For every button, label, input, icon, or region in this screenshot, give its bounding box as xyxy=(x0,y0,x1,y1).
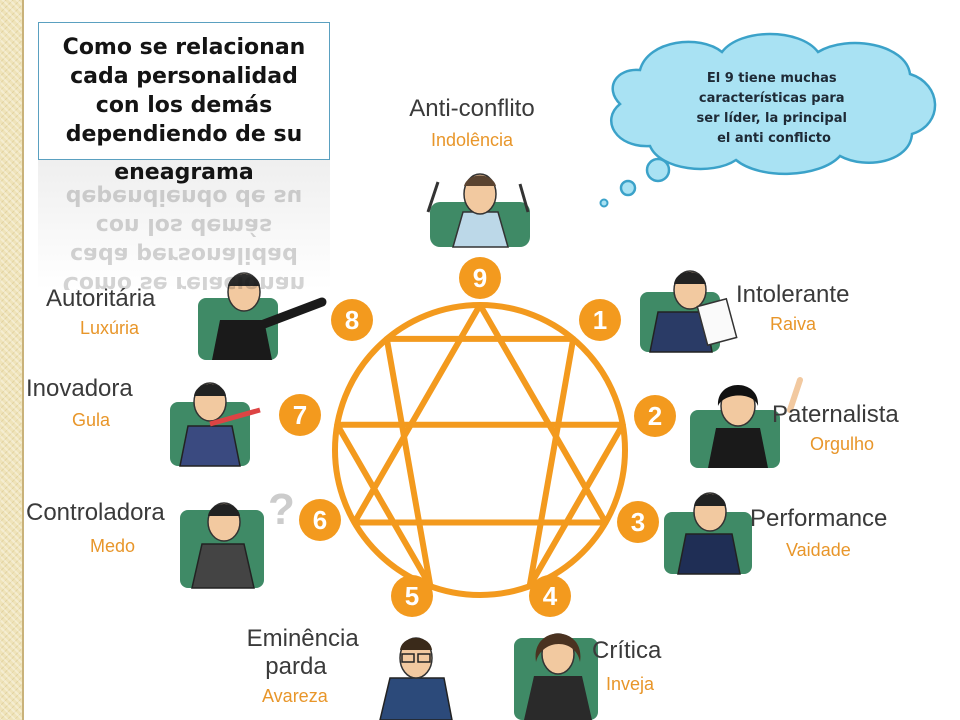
thought-bubble-text: El 9 tiene muchas características para s… xyxy=(697,71,852,146)
type-marker-1[interactable]: 1 xyxy=(579,299,621,341)
marker-6-number: 6 xyxy=(313,505,327,535)
marker-5-number: 5 xyxy=(405,581,419,611)
enneagram-hexad xyxy=(334,335,626,590)
marker-7-number: 7 xyxy=(293,400,307,430)
type-name-9: Anti-conflito xyxy=(409,95,534,122)
type-trait-5: Avareza xyxy=(262,686,329,706)
thought-bubble-dot-medium xyxy=(619,179,637,197)
marker-6-circle xyxy=(299,499,341,541)
type-name-3: Performance xyxy=(750,505,887,532)
type-label-1: Intolerante Raiva xyxy=(736,281,849,334)
type-trait-8: Luxúria xyxy=(80,318,140,338)
title-reflection: Como se relacionan cada personalidad con… xyxy=(38,160,330,290)
type-marker-8[interactable]: 8 xyxy=(331,299,373,341)
person-icon-8 xyxy=(198,272,327,360)
type-trait-9: Indolência xyxy=(431,130,514,150)
title-box[interactable]: Como se relacionan cada personalidad con… xyxy=(38,22,330,160)
marker-4-circle xyxy=(529,575,571,617)
thought-line-1: El 9 tiene muchas xyxy=(707,71,837,86)
type-label-9: Anti-conflito Indolência xyxy=(409,95,534,150)
type-label-6: Controladora Medo xyxy=(26,499,165,556)
enneagram-figure xyxy=(332,302,628,598)
marker-8-circle xyxy=(331,299,373,341)
type-trait-3: Vaidade xyxy=(786,540,851,560)
type-marker-3[interactable]: 3 xyxy=(617,501,659,543)
type-marker-4[interactable]: 4 xyxy=(529,575,571,617)
person-icon-2 xyxy=(690,377,803,468)
thought-bubble-dot-small xyxy=(599,198,609,208)
type-name-4: Crítica xyxy=(592,637,662,664)
type-trait-6: Medo xyxy=(90,536,135,556)
thought-line-3: ser líder, la principal xyxy=(697,111,847,126)
type-name-5-line-2: parda xyxy=(265,653,327,680)
slide-title: Como se relacionan cada personalidad con… xyxy=(63,33,306,149)
thought-line-4: el anti conflicto xyxy=(717,131,831,146)
marker-4-number: 4 xyxy=(543,581,558,611)
type-trait-2: Orgulho xyxy=(810,434,874,454)
marker-1-number: 1 xyxy=(593,305,607,335)
type-trait-4: Inveja xyxy=(606,674,655,694)
marker-3-circle xyxy=(617,501,659,543)
sidebar-divider xyxy=(22,0,24,720)
marker-7-circle xyxy=(279,394,321,436)
type-name-6: Controladora xyxy=(26,499,165,526)
title-reflection-text: Como se relacionan cada personalidad con… xyxy=(62,184,306,290)
type-marker-6[interactable]: 6 xyxy=(299,499,341,541)
number-markers: 9 1 2 3 4 5 6 7 xyxy=(279,257,676,617)
marker-1-circle xyxy=(579,299,621,341)
type-label-5: Eminência parda Avareza xyxy=(247,625,366,706)
enneagram-circle xyxy=(332,302,628,598)
type-label-7: Inovadora Gula xyxy=(26,375,133,430)
marker-2-number: 2 xyxy=(648,401,662,431)
person-icon-4 xyxy=(514,633,598,720)
type-name-5: Eminência parda xyxy=(247,625,366,680)
enneagram-triangle xyxy=(351,302,609,526)
type-marker-9[interactable]: 9 xyxy=(459,257,501,299)
marker-9-number: 9 xyxy=(473,263,487,293)
question-mark-icon: ? xyxy=(268,485,295,534)
title-line-5: eneagrama xyxy=(114,160,254,185)
type-marker-2[interactable]: 2 xyxy=(634,395,676,437)
thought-bubble-dot-large xyxy=(645,157,671,183)
marker-5-circle xyxy=(391,575,433,617)
marker-3-number: 3 xyxy=(631,507,645,537)
marker-9-circle xyxy=(459,257,501,299)
type-name-2: Paternalista xyxy=(772,401,899,428)
title-line-3: con los demás xyxy=(95,93,273,118)
person-icon-5 xyxy=(379,637,453,720)
person-icon-3 xyxy=(664,492,752,575)
thought-bubble: El 9 tiene muchas características para s… xyxy=(599,32,937,208)
type-label-3: Performance Vaidade xyxy=(750,505,887,560)
type-name-5-line: Eminência xyxy=(247,625,360,652)
type-marker-7[interactable]: 7 xyxy=(279,394,321,436)
type-label-8: Autoritária Luxúria xyxy=(46,285,156,338)
person-icon-7 xyxy=(170,382,261,467)
person-icon-1 xyxy=(640,270,738,353)
title-line-2: cada personalidad xyxy=(70,64,298,89)
type-marker-5[interactable]: 5 xyxy=(391,575,433,617)
type-label-2: Paternalista Orgulho xyxy=(772,401,899,454)
type-trait-1: Raiva xyxy=(770,314,817,334)
title-line-1: Como se relacionan xyxy=(62,35,306,60)
marker-8-number: 8 xyxy=(345,305,359,335)
person-icon-9 xyxy=(426,173,530,248)
title-line-4: dependiendo de su xyxy=(65,122,303,147)
type-label-4: Crítica Inveja xyxy=(592,637,662,694)
decorative-sidebar xyxy=(0,0,22,720)
thought-cloud-shape xyxy=(609,32,937,175)
type-name-7: Inovadora xyxy=(26,375,133,402)
type-trait-7: Gula xyxy=(72,410,111,430)
type-name-1: Intolerante xyxy=(736,281,849,308)
character-illustrations: ? xyxy=(170,173,803,720)
person-icon-6: ? xyxy=(180,485,295,589)
marker-2-circle xyxy=(634,395,676,437)
thought-line-2: características para xyxy=(699,91,845,106)
